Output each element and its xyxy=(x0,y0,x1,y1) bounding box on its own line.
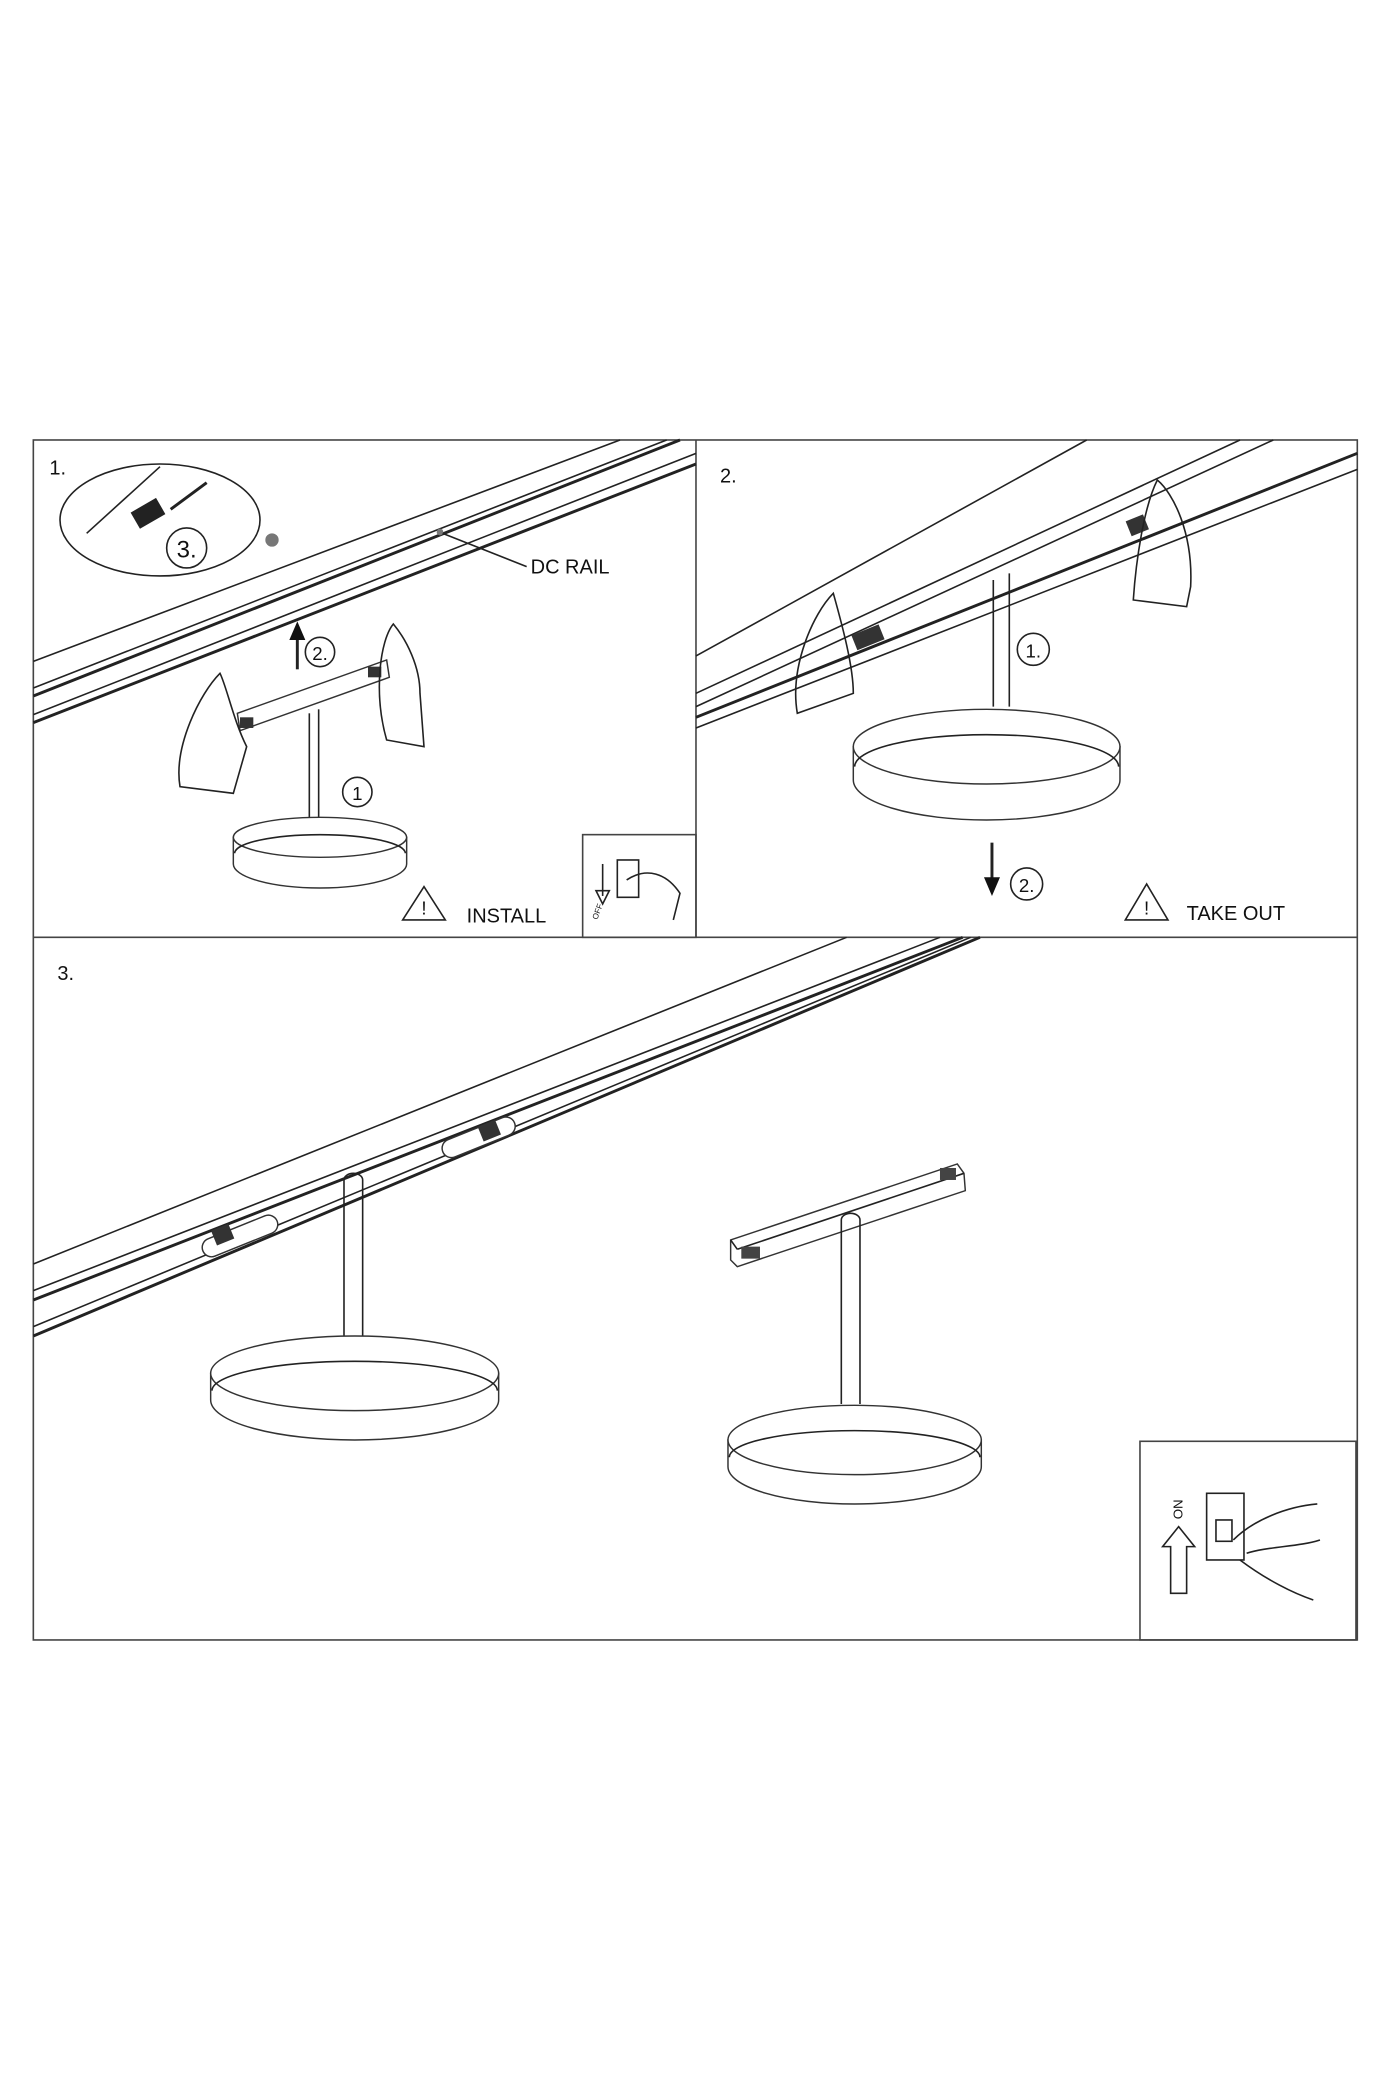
step-number: 1. xyxy=(49,458,66,480)
track-adapter xyxy=(201,1116,516,1258)
svg-text:!: ! xyxy=(421,898,426,919)
warning-triangle-icon: ! xyxy=(401,885,447,921)
pull-down-arrow-icon xyxy=(983,842,1000,896)
pendant-lamp xyxy=(232,709,408,889)
callout-hold: 1 xyxy=(352,783,362,804)
pendant-lamp xyxy=(852,573,1121,821)
step-number: 3. xyxy=(57,963,74,985)
panel-install: 1. 3. DC RAIL 2. xyxy=(32,438,697,939)
lift-arrow-icon xyxy=(289,621,306,670)
track-adapter xyxy=(236,658,391,732)
switch-on-icon: ON xyxy=(1139,1440,1357,1641)
svg-text:OFF: OFF xyxy=(591,902,605,920)
warning-triangle-icon: ! xyxy=(1123,882,1170,921)
callout-detail: 3. xyxy=(177,536,197,563)
hands-illustration xyxy=(178,622,425,795)
svg-text:!: ! xyxy=(1144,898,1149,919)
pendant-lamp-unmounted xyxy=(727,1212,983,1505)
detail-marker xyxy=(265,533,279,547)
step-number: 2. xyxy=(720,466,737,488)
caption-take-out: TAKE OUT xyxy=(1187,903,1285,925)
switch-on-label: ON xyxy=(1171,1499,1186,1519)
hands-illustration xyxy=(795,478,1192,715)
callout-press: 1. xyxy=(1026,640,1042,661)
panel-take-out: 2. 1. 2. ! xyxy=(695,439,1358,925)
callout-pull: 2. xyxy=(1019,875,1035,896)
dc-rail xyxy=(32,438,697,725)
pendant-lamp-mounted xyxy=(209,1172,500,1441)
rail-label: DC RAIL xyxy=(531,556,610,578)
panel-switch-on: 3. xyxy=(32,935,1357,1641)
switch-off-icon: OFF xyxy=(581,833,697,939)
adapter-unmounted xyxy=(729,1163,967,1268)
magnifier-detail: 3. xyxy=(59,463,279,577)
caption-install: INSTALL xyxy=(467,906,547,928)
callout-lift: 2. xyxy=(312,643,328,664)
dc-rail xyxy=(695,439,1358,729)
